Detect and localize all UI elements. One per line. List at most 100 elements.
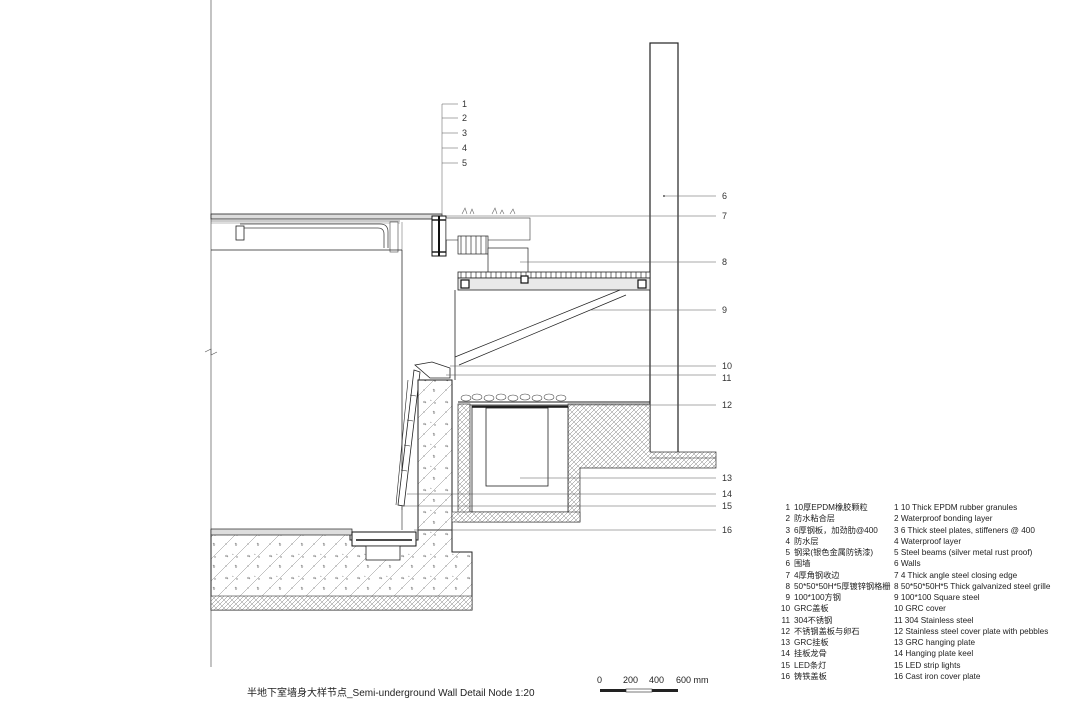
- legend-number: 14: [780, 649, 790, 659]
- scale-label-600: 600 mm: [676, 675, 709, 685]
- legend-row: 6 围墙 6 Walls: [776, 558, 1050, 569]
- drawing-title: 半地下室墙身大样节点_Semi-underground Wall Detail …: [247, 688, 535, 699]
- legend-cn: 14 挂板龙骨: [776, 648, 894, 659]
- legend-en-text: 3 6 Thick steel plates, stiffeners @ 400: [894, 525, 1035, 535]
- legend-en-text: 11 304 Stainless steel: [894, 615, 974, 625]
- legend-en-text: 6 Walls: [894, 559, 921, 569]
- scale-bar: 0 200 400 600 mm: [594, 675, 724, 705]
- callout-5: 5: [462, 158, 467, 168]
- legend-cn: 10 GRC盖板: [776, 603, 894, 614]
- legend-cn-text: 围墙: [794, 559, 811, 569]
- legend-en-text: 15 LED strip lights: [894, 660, 961, 670]
- legend-cn-text: 4厚角钢收边: [794, 570, 840, 580]
- scale-label-0: 0: [597, 675, 603, 685]
- legend-number: 16: [780, 671, 790, 681]
- roof-slab: [210, 213, 443, 220]
- legend-number: 5: [785, 548, 790, 557]
- legend-row: 9 100*100方钢 9 100*100 Square steel: [776, 592, 1050, 603]
- ground-earth: [451, 511, 581, 523]
- callout-12: 12: [722, 400, 732, 410]
- scale-label-400: 400: [649, 675, 665, 685]
- callout-9: 9: [722, 305, 727, 315]
- legend-en-text: 4 Waterproof layer: [894, 536, 962, 546]
- legend-number: 6: [785, 559, 790, 569]
- drain-channel: [351, 531, 417, 547]
- legend-en-text: 16 Cast iron cover plate: [894, 671, 981, 681]
- legend-row: 3 6厚钢板，加劲肋@400 3 6 Thick steel plates, sti…: [776, 525, 1050, 536]
- legend-cn-text: GRC盖板: [794, 604, 829, 614]
- legend-en-text: 2 Waterproof bonding layer: [894, 514, 993, 524]
- legend-cn: 7 4厚角钢收边: [776, 570, 894, 581]
- callout-11: 11: [722, 373, 731, 383]
- ceiling-pipe: [240, 223, 389, 248]
- legend-cn: 3 6厚钢板，加劲肋@400: [776, 525, 894, 536]
- legend-number: 10: [780, 604, 790, 614]
- steel-grille: [457, 271, 651, 279]
- callout-4: 4: [462, 143, 467, 153]
- grc-cover: [414, 361, 451, 379]
- legend-row: 15 LED条灯 15 LED strip lights: [776, 660, 1050, 671]
- legend-cn: 8 50*50*50H*5厚镀锌钢格栅: [776, 581, 894, 592]
- callout-16: 16: [722, 525, 732, 535]
- callout-leaders-1-5: [441, 103, 458, 216]
- legend-cn-text: LED条灯: [794, 660, 827, 670]
- legend-en-text: 14 Hanging plate keel: [894, 649, 974, 659]
- callout-1: 1: [462, 99, 467, 109]
- legend-cn: 6 围墙: [776, 558, 894, 569]
- pebbles: [460, 393, 567, 402]
- legend-en-text: 9 100*100 Square steel: [894, 593, 980, 602]
- legend-en-text: 5 Steel beams (silver metal rust proof): [894, 548, 1033, 557]
- legend-number: 1: [785, 503, 790, 512]
- boundary-wall: [649, 42, 679, 454]
- grc-hanging-plate: [397, 369, 421, 507]
- callout-14: 14: [722, 489, 732, 499]
- legend-number: 9: [785, 593, 790, 602]
- legend-number: 3: [785, 525, 790, 535]
- legend-cn-text: 防水层: [794, 536, 819, 546]
- legend-en-text: 12 Stainless steel cover plate with pebb…: [894, 626, 1049, 636]
- retaining-wall: [417, 379, 453, 541]
- legend-cn-text: 防水粘合层: [794, 514, 835, 524]
- legend-en-text: 1 10 Thick EPDM rubber granules: [894, 503, 1018, 512]
- scale-bar-graphic: [600, 688, 678, 693]
- legend-number: 11: [781, 615, 791, 625]
- legend-en-text: 10 GRC cover: [894, 604, 946, 614]
- legend-cn-text: 50*50*50H*5厚镀锌钢格栅: [794, 581, 891, 591]
- legend-cn-text: 挂板龙骨: [794, 649, 827, 659]
- legend-number: 2: [785, 514, 790, 524]
- callout-2: 2: [462, 113, 467, 123]
- legend-row: 14 挂板龙骨 14 Hanging plate keel: [776, 648, 1050, 659]
- legend-row: 2 防水粘合层 2 Waterproof bonding layer: [776, 513, 1050, 524]
- legend-number: 8: [785, 581, 790, 591]
- legend-row: 10 GRC盖板 10 GRC cover: [776, 603, 1050, 614]
- callout-15: 15: [722, 501, 732, 511]
- legend-cn-text: 不锈钢盖板与卵石: [794, 626, 860, 636]
- scale-label-200: 200: [623, 675, 639, 685]
- legend-cn-text: 100*100方钢: [794, 593, 841, 602]
- square-steel-brace: [454, 289, 621, 358]
- legend-number: 15: [780, 660, 790, 670]
- callout-leaders-6-16: [404, 195, 716, 531]
- legend-number: 13: [780, 638, 790, 647]
- callout-10: 10: [722, 361, 732, 371]
- legend-en-text: 13 GRC hanging plate: [894, 638, 976, 647]
- callout-13: 13: [722, 473, 732, 483]
- legend-cn-text: 6厚钢板，加劲肋@400: [794, 525, 878, 535]
- legend-en-text: 7 4 Thick angle steel closing edge: [894, 570, 1018, 580]
- legend-cn: 15 LED条灯: [776, 660, 894, 671]
- legend-cn: 9 100*100方钢: [776, 592, 894, 603]
- legend-number: 7: [785, 570, 790, 580]
